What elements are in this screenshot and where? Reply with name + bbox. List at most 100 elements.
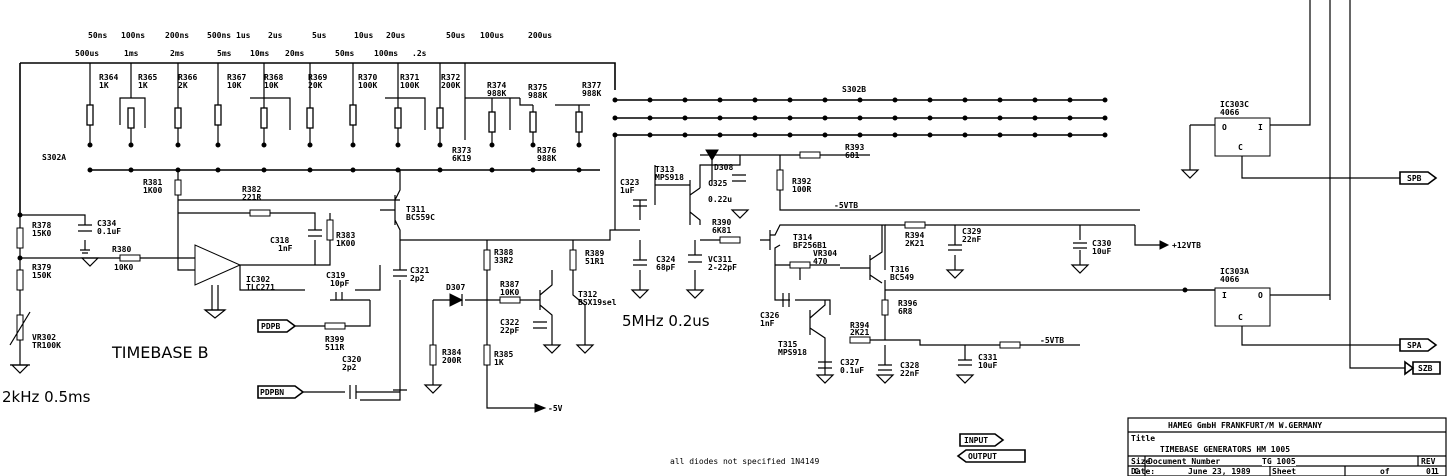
res-val: 100K [400, 81, 419, 90]
r388-body [569, 249, 577, 271]
ic303a-body [1214, 287, 1271, 327]
cap-ref: C334 [97, 219, 116, 228]
res-val: 150K [32, 271, 51, 280]
tr-ref: T314 [793, 233, 812, 242]
res-val: 1K [99, 81, 109, 90]
cap-ref: C322 [500, 318, 519, 327]
range-label: 100us [480, 31, 504, 40]
tb-title: TIMEBASE GENERATORS HM 1005 [1160, 445, 1290, 454]
bank-resistor-bodies [86, 104, 583, 133]
res-val: 6K19 [452, 154, 471, 163]
range-label: 2us [268, 31, 283, 40]
t313-section: C324 68pF VC311 2-22pF R390 6K81 D308 T3… [614, 135, 770, 290]
net-neg5vtb-2: -5VTB [1040, 336, 1064, 345]
tr-type: BC559C [406, 213, 435, 222]
range-label: 500us [75, 49, 99, 58]
res-val: 2K [178, 81, 188, 90]
res-ref: R374 [487, 81, 506, 90]
res-ref: R385 [494, 350, 513, 359]
ic303-switches: O I C IC303C 4066 SPB I O C IC303A 4066 … [1182, 0, 1441, 376]
res-ref: R369 [308, 73, 327, 82]
range-label: 500ns [207, 31, 231, 40]
tr-type: MPS918 [778, 348, 807, 357]
res-ref: R389 [585, 249, 604, 258]
res-ref: R372 [441, 73, 460, 82]
trim-ref: VR304 [813, 249, 837, 258]
r399-body [324, 322, 346, 330]
trim-ref: VR302 [32, 333, 56, 342]
cap-val: 0.22u [708, 195, 732, 204]
supply-section: R394 2K21 R396 6R8 R394 R396 R394 R393 R… [849, 209, 1215, 378]
freq-left-label: 2kHz 0.5ms [2, 388, 91, 406]
cap-val: 2p2 [342, 363, 357, 372]
res-ref: R378 [32, 221, 51, 230]
net-pos12vtb: +12VTB [1172, 241, 1201, 250]
tr-type: MPS918 [655, 173, 684, 182]
res-ref: R381 [143, 178, 162, 187]
diode-ref: D308 [714, 163, 733, 172]
tr-type: BSX19sel [578, 298, 617, 307]
net-spb: SPB [1407, 174, 1422, 183]
trim-val: 470 [813, 257, 828, 266]
res-ref: R376 [537, 146, 556, 155]
tr-ref: T313 [655, 165, 674, 174]
cap-val: 10pF [330, 279, 349, 288]
cap-ref: C321 [410, 266, 429, 275]
svg-text:O: O [1222, 123, 1227, 132]
range-label: 1ms [124, 49, 139, 58]
trim-val: TR100K [32, 341, 61, 350]
res-val: 51R1 [585, 257, 604, 266]
tb-size-label: Size [1131, 456, 1150, 466]
cap-ref: C325 [708, 179, 727, 188]
res-ref: R364 [99, 73, 118, 82]
t311-section: T311 BC559C C321 2p2 PDPB R399 511R PDPB… [257, 170, 640, 401]
ic-type: 4066 [1220, 108, 1239, 117]
pdpbn-port [257, 385, 305, 399]
switch-label-s302a: S302A [42, 153, 66, 162]
tb-rev-label: REV [1421, 457, 1436, 466]
range-label: 10us [354, 31, 373, 40]
freq-mid-label: 5MHz 0.2us [622, 312, 710, 330]
r393-body [881, 299, 889, 316]
r378-body [16, 227, 24, 249]
svg-text:I: I [1222, 291, 1227, 300]
tr-type: BF256B1 [793, 241, 827, 250]
res-ref: R390 [712, 218, 731, 227]
cap-ref: C320 [342, 355, 361, 364]
tb-title-label: Title [1131, 433, 1155, 443]
tb-size: C [1134, 467, 1139, 476]
res-val: 10K0 [114, 263, 133, 272]
res-ref: R379 [32, 263, 51, 272]
pdpb-port [257, 319, 297, 333]
net-spa: SPA [1407, 341, 1422, 350]
range-label: 50ms [335, 49, 354, 58]
res-val: 1K [138, 81, 148, 90]
ic-ref: IC303A [1220, 267, 1249, 276]
range-label: 50us [446, 31, 465, 40]
res-ref: R384 [442, 348, 461, 357]
tb-docnum-label: Document Number [1148, 457, 1220, 466]
net-pdpbn: PDPBN [260, 388, 284, 397]
r381-body [174, 179, 182, 196]
res-ref: R367 [227, 73, 246, 82]
cap-ref: C327 [840, 358, 859, 367]
res-ref: R365 [138, 73, 157, 82]
cap-val: 22pF [500, 326, 519, 335]
io-legend: INPUT OUTPUT [956, 433, 1026, 463]
legend-output: OUTPUT [968, 452, 997, 461]
output-legend-symbol [956, 449, 1026, 463]
res-val: 6K81 [712, 226, 731, 235]
res-ref: R399 [325, 335, 344, 344]
legend-input: INPUT [964, 436, 988, 445]
res-val: 20K [308, 81, 323, 90]
cap-val: 10uF [1092, 247, 1111, 256]
cap-ref: C331 [978, 353, 997, 362]
res-ref: R370 [358, 73, 377, 82]
cap-ref: C330 [1092, 239, 1111, 248]
trim-val: 2-22pF [708, 263, 737, 272]
cap-val: 68pF [656, 263, 675, 272]
tb-date-label: Date: [1131, 467, 1156, 476]
range-label: .2s [412, 49, 427, 58]
r389-body [719, 236, 741, 244]
range-label: 5us [312, 31, 327, 40]
